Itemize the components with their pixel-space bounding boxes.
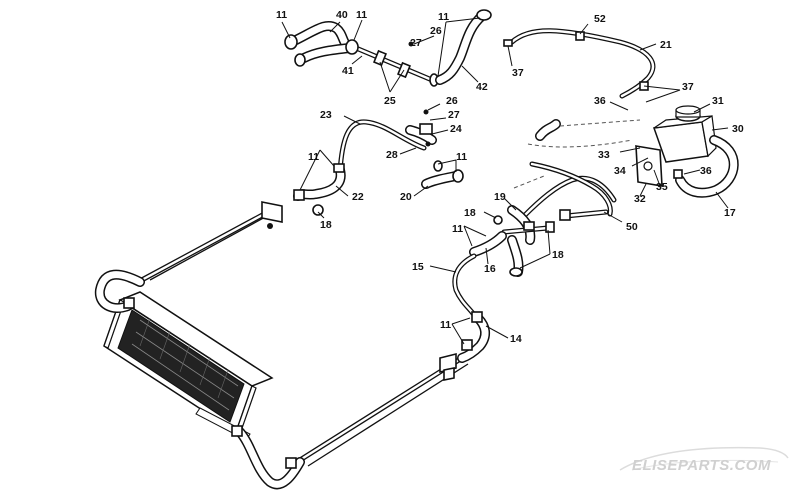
hose-40 (284, 20, 355, 53)
callout-label: 27 (448, 109, 460, 121)
callout-label: 41 (342, 65, 354, 77)
callout-label: 42 (476, 81, 488, 93)
callout-label: 31 (712, 95, 724, 107)
pipe-bracket-upper (261, 201, 283, 229)
callout-label: 52 (594, 13, 606, 25)
dashed-route (513, 119, 641, 189)
hose-19 (493, 205, 555, 245)
radiator-hose-bottom (231, 425, 305, 490)
callout-label: 30 (732, 123, 744, 135)
callout-label: 20 (400, 191, 412, 203)
callout-label: 37 (512, 67, 524, 79)
callout-label: 11 (308, 151, 319, 163)
water-pipe-25 (345, 39, 439, 87)
pipe-23 (337, 119, 427, 175)
callout-label: 32 (634, 193, 646, 205)
callout-label: 36 (594, 95, 606, 107)
callout-label: 19 (494, 191, 506, 203)
thermostat-housing-24 (405, 109, 437, 147)
callout-label: 18 (464, 207, 476, 219)
callout-label: 16 (484, 263, 496, 275)
radiator-pipe-upper (135, 209, 279, 285)
pipe-15 (452, 253, 479, 321)
callout-label: 36 (700, 165, 712, 177)
callout-label: 18 (320, 219, 332, 231)
callout-label: 17 (724, 207, 736, 219)
tank-bracket-32 (635, 145, 663, 187)
callout-label: 35 (656, 181, 668, 193)
callout-label: 11 (456, 151, 467, 163)
callout-label: 50 (626, 221, 638, 233)
callout-label: 27 (410, 37, 422, 49)
callout-label: 28 (386, 149, 398, 161)
callout-label: 37 (682, 81, 694, 93)
callout-label: 11 (452, 223, 463, 235)
callout-label: 11 (440, 319, 451, 331)
callout-labels: 11 40 11 41 27 26 25 11 42 52 21 37 37 3… (276, 9, 744, 345)
watermark-text: ELISEPARTS.COM (632, 457, 771, 474)
bleed-pipe-21 (503, 28, 656, 99)
callout-label: 26 (446, 95, 458, 107)
callout-label: 11 (276, 9, 287, 21)
callout-label: 40 (336, 9, 348, 21)
hose-42 (435, 9, 492, 85)
callout-label: 21 (660, 39, 672, 51)
watermark-logo: ELISEPARTS.COM (619, 446, 789, 474)
callout-label: 14 (510, 333, 522, 345)
callout-label: 33 (598, 149, 610, 161)
radiator-hose-top (94, 269, 145, 313)
radiator-pipe-lower (297, 355, 469, 467)
hose-14 (457, 311, 490, 363)
hose-41 (294, 43, 355, 67)
callout-label: 11 (356, 9, 367, 21)
callout-label: 11 (438, 11, 449, 23)
tank-hose-17 (673, 135, 739, 198)
callout-label: 23 (320, 109, 332, 121)
callout-label: 34 (614, 165, 626, 177)
callout-label: 25 (384, 95, 396, 107)
callout-label: 22 (352, 191, 364, 203)
hose-20 (421, 160, 464, 189)
callout-label: 26 (430, 25, 442, 37)
callout-label: 24 (450, 123, 462, 135)
hose-16 (469, 231, 524, 277)
callout-label: 15 (412, 261, 424, 273)
leader-lines (281, 17, 729, 345)
hose-22 (293, 163, 346, 216)
callout-label: 18 (552, 249, 564, 261)
heater-pipe-50 (521, 119, 617, 221)
expansion-tank (652, 105, 717, 163)
radiator (103, 291, 274, 441)
pipe-bracket-lower (439, 352, 457, 381)
